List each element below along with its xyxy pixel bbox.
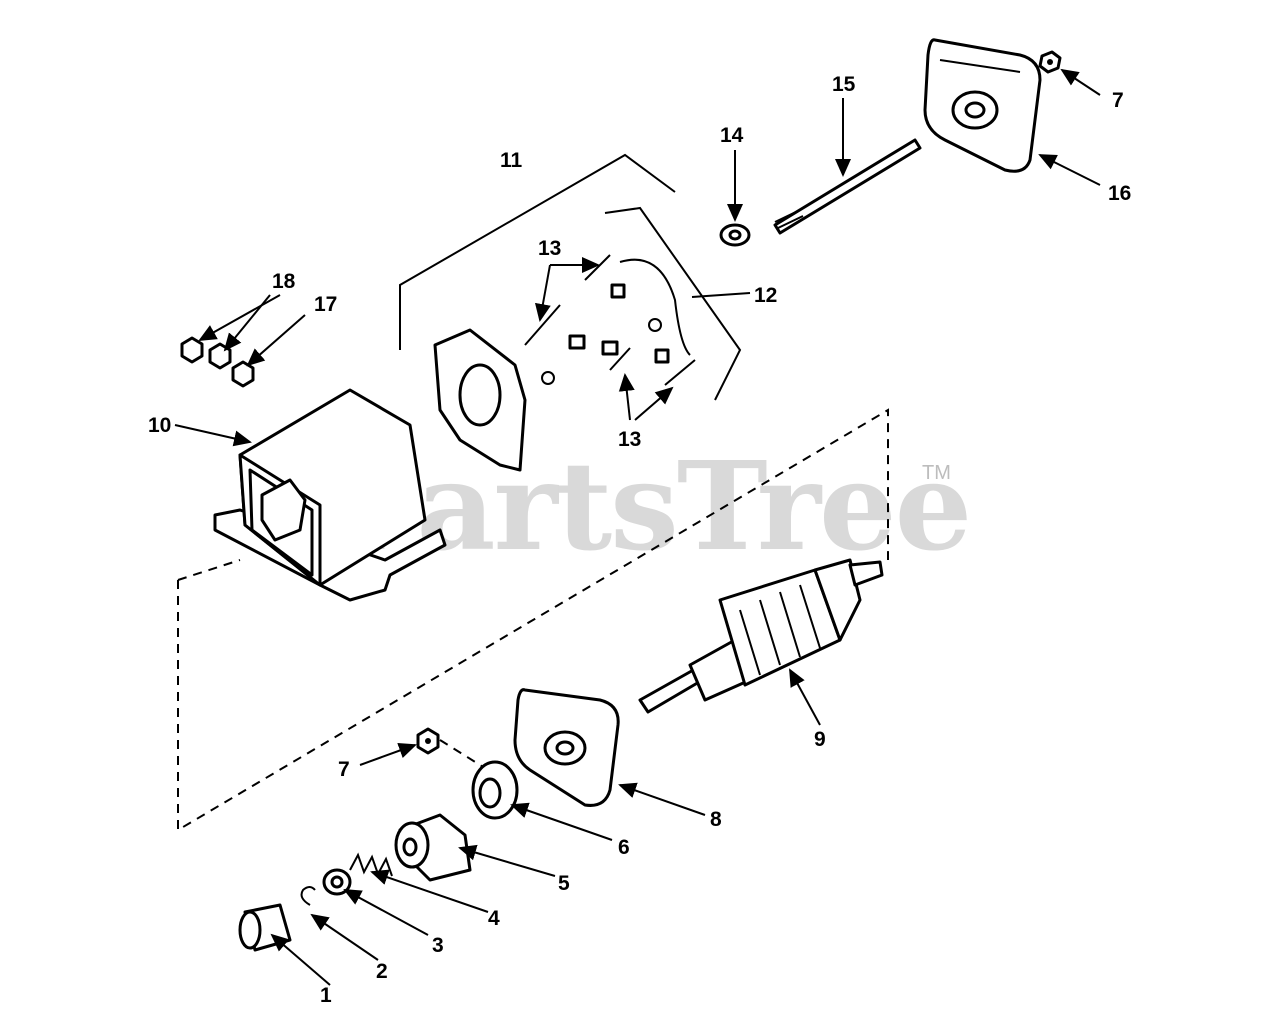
callout-12: 12 bbox=[754, 284, 777, 307]
assembly-dashed-lines bbox=[177, 408, 889, 832]
part-15-through-bolt bbox=[773, 138, 922, 235]
part-9-armature bbox=[638, 558, 884, 714]
part-14-washer bbox=[719, 223, 751, 247]
part-2-clip bbox=[300, 886, 316, 906]
part-10-housing bbox=[213, 388, 447, 602]
callout-9: 9 bbox=[814, 728, 826, 751]
callout-2: 2 bbox=[376, 960, 388, 983]
callout-3: 3 bbox=[432, 934, 444, 957]
brush-plate bbox=[433, 328, 527, 472]
callout-7-top: 7 bbox=[1112, 89, 1124, 112]
callout-10: 10 bbox=[148, 414, 171, 437]
callout-17: 17 bbox=[314, 293, 337, 316]
callout-13-top: 13 bbox=[538, 237, 561, 260]
part-7-nut-lower bbox=[416, 727, 440, 755]
callout-18: 18 bbox=[272, 270, 296, 293]
part-3-retainer bbox=[322, 868, 352, 896]
brush-assembly bbox=[524, 254, 696, 386]
part-6-hub bbox=[471, 760, 519, 820]
part-17-nut bbox=[231, 360, 255, 388]
callout-11: 11 bbox=[500, 149, 523, 172]
callout-4: 4 bbox=[488, 907, 500, 930]
callout-7-lower: 7 bbox=[338, 758, 350, 781]
callout-15: 15 bbox=[832, 73, 856, 96]
callout-14: 14 bbox=[720, 124, 744, 147]
callout-labels: 1 2 3 4 5 6 7 7 8 9 10 11 12 13 13 14 15… bbox=[148, 73, 1131, 1007]
callout-1: 1 bbox=[320, 984, 332, 1007]
part-16-end-cap bbox=[923, 38, 1042, 173]
callout-16: 16 bbox=[1108, 182, 1131, 205]
part-18-nuts bbox=[180, 336, 232, 370]
callout-leaders bbox=[174, 68, 1101, 986]
part-4-spring bbox=[349, 852, 393, 877]
callout-5: 5 bbox=[558, 872, 570, 895]
callout-6: 6 bbox=[618, 836, 630, 859]
trademark-mark: TM bbox=[922, 462, 951, 484]
part-11-group-bracket bbox=[399, 153, 742, 401]
part-8-drive-end-plate bbox=[513, 688, 620, 807]
part-7-nut-top bbox=[1038, 50, 1062, 74]
callout-8: 8 bbox=[710, 808, 722, 831]
part-5-pinion-gear bbox=[394, 813, 472, 882]
callout-13-bottom: 13 bbox=[618, 428, 641, 451]
